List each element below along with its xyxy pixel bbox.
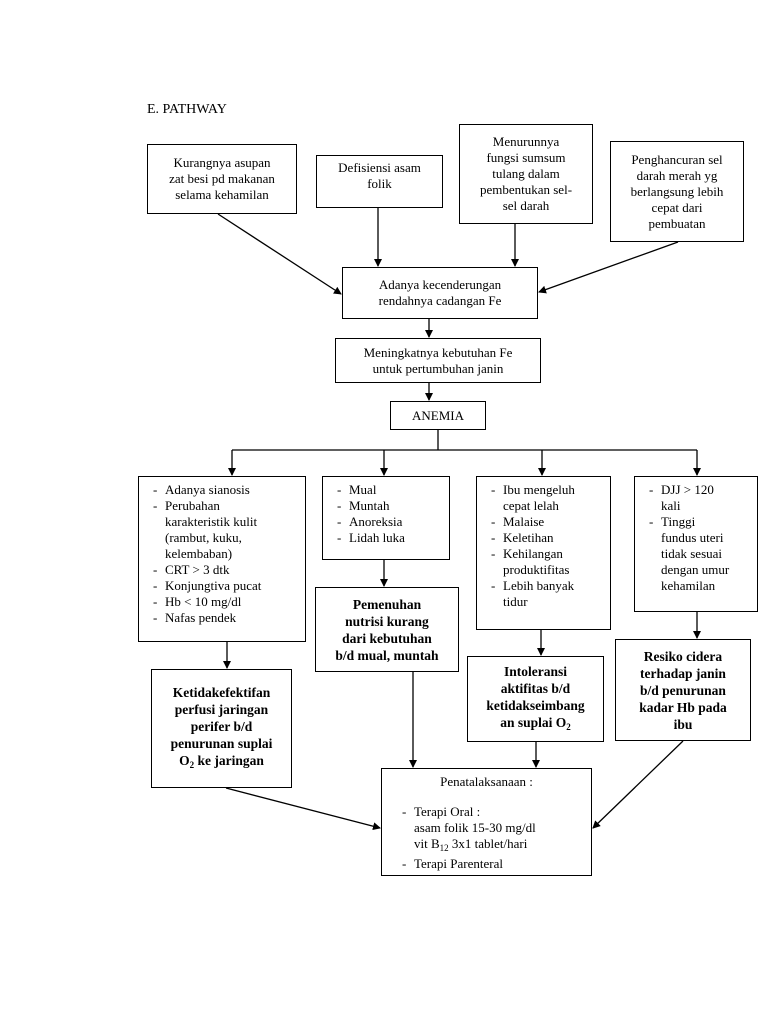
arrow-c1-to-tendency [217, 213, 342, 295]
list-item: Malaise [477, 514, 610, 530]
list-item: Mual [323, 482, 449, 498]
list-item: Ibu mengeluh cepat lelah [477, 482, 610, 514]
arrow-d1-to-management [225, 787, 381, 831]
list-item: Muntah [323, 498, 449, 514]
symptom-box-perfusion: Adanya sianosis Perubahan karakteristik … [138, 476, 306, 642]
list-item: CRT > 3 dtk [139, 562, 305, 578]
list-item: DJJ > 120 kali [635, 482, 757, 514]
list-item: Tinggi fundus uteri tidak sesuai dengan … [635, 514, 757, 594]
tendency-box: Adanya kecenderungan rendahnya cadangan … [342, 267, 538, 319]
list-item: Kehilangan produktifitas [477, 546, 610, 578]
fe-need-box: Meningkatnya kebutuhan Fe untuk pertumbu… [335, 338, 541, 383]
list-item: Terapi Parenteral [388, 856, 585, 872]
diagnosis-box-activity: Intoleransi aktifitas b/d ketidakseimban… [467, 656, 604, 742]
symptom-list-activity: Ibu mengeluh cepat lelah Malaise Keletih… [477, 482, 610, 610]
list-item: Lidah luka [323, 530, 449, 546]
symptom-box-activity: Ibu mengeluh cepat lelah Malaise Keletih… [476, 476, 611, 630]
list-item: Lebih banyak tidur [477, 578, 610, 610]
symptom-list-fetal-risk: DJJ > 120 kali Tinggi fundus uteri tidak… [635, 482, 757, 594]
cause-box-folic-deficiency: Defisiensi asam folik [316, 155, 443, 208]
symptom-list-nutrition: Mual Muntah Anoreksia Lidah luka [323, 482, 449, 546]
diagnosis-box-perfusion: Ketidakefektifan perfusi jaringan perife… [151, 669, 292, 788]
list-item: Adanya sianosis [139, 482, 305, 498]
cause-box-iron-intake: Kurangnya asupan zat besi pd makanan sel… [147, 144, 297, 214]
management-title: Penatalaksanaan : [440, 774, 533, 789]
list-item: Konjungtiva pucat [139, 578, 305, 594]
cause-box-rbc-destruction: Penghancuran sel darah merah yg berlangs… [610, 141, 744, 242]
diagnosis-last-line-perfusion: O2 ke jaringan [179, 752, 264, 770]
diagnosis-text-perfusion: Ketidakefektifan perfusi jaringan perife… [170, 684, 273, 751]
diagnosis-text-activity: Intoleransi aktifitas b/d ketidakseimban… [486, 663, 585, 732]
arrow-d4-to-management [592, 740, 684, 829]
management-box: Penatalaksanaan : Terapi Oral :asam foli… [381, 768, 592, 876]
cause-box-bone-marrow: Menurunnya fungsi sumsum tulang dalam pe… [459, 124, 593, 224]
symptom-box-fetal-risk: DJJ > 120 kali Tinggi fundus uteri tidak… [634, 476, 758, 612]
list-item: Anoreksia [323, 514, 449, 530]
symptom-list-perfusion: Adanya sianosis Perubahan karakteristik … [139, 482, 305, 626]
diagnosis-box-fetal-risk: Resiko cidera terhadap janin b/d penurun… [615, 639, 751, 741]
symptom-box-nutrition: Mual Muntah Anoreksia Lidah luka [322, 476, 450, 560]
list-item: Nafas pendek [139, 610, 305, 626]
arrow-c4-to-tendency [538, 241, 679, 294]
page-heading: E. PATHWAY [147, 102, 227, 117]
diagnosis-box-nutrition: Pemenuhan nutrisi kurang dari kebutuhan … [315, 587, 459, 672]
list-item: Keletihan [477, 530, 610, 546]
list-item: Perubahan karakteristik kulit (rambut, k… [139, 498, 305, 562]
list-item: Hb < 10 mg/dl [139, 594, 305, 610]
anemia-box: ANEMIA [390, 401, 486, 430]
